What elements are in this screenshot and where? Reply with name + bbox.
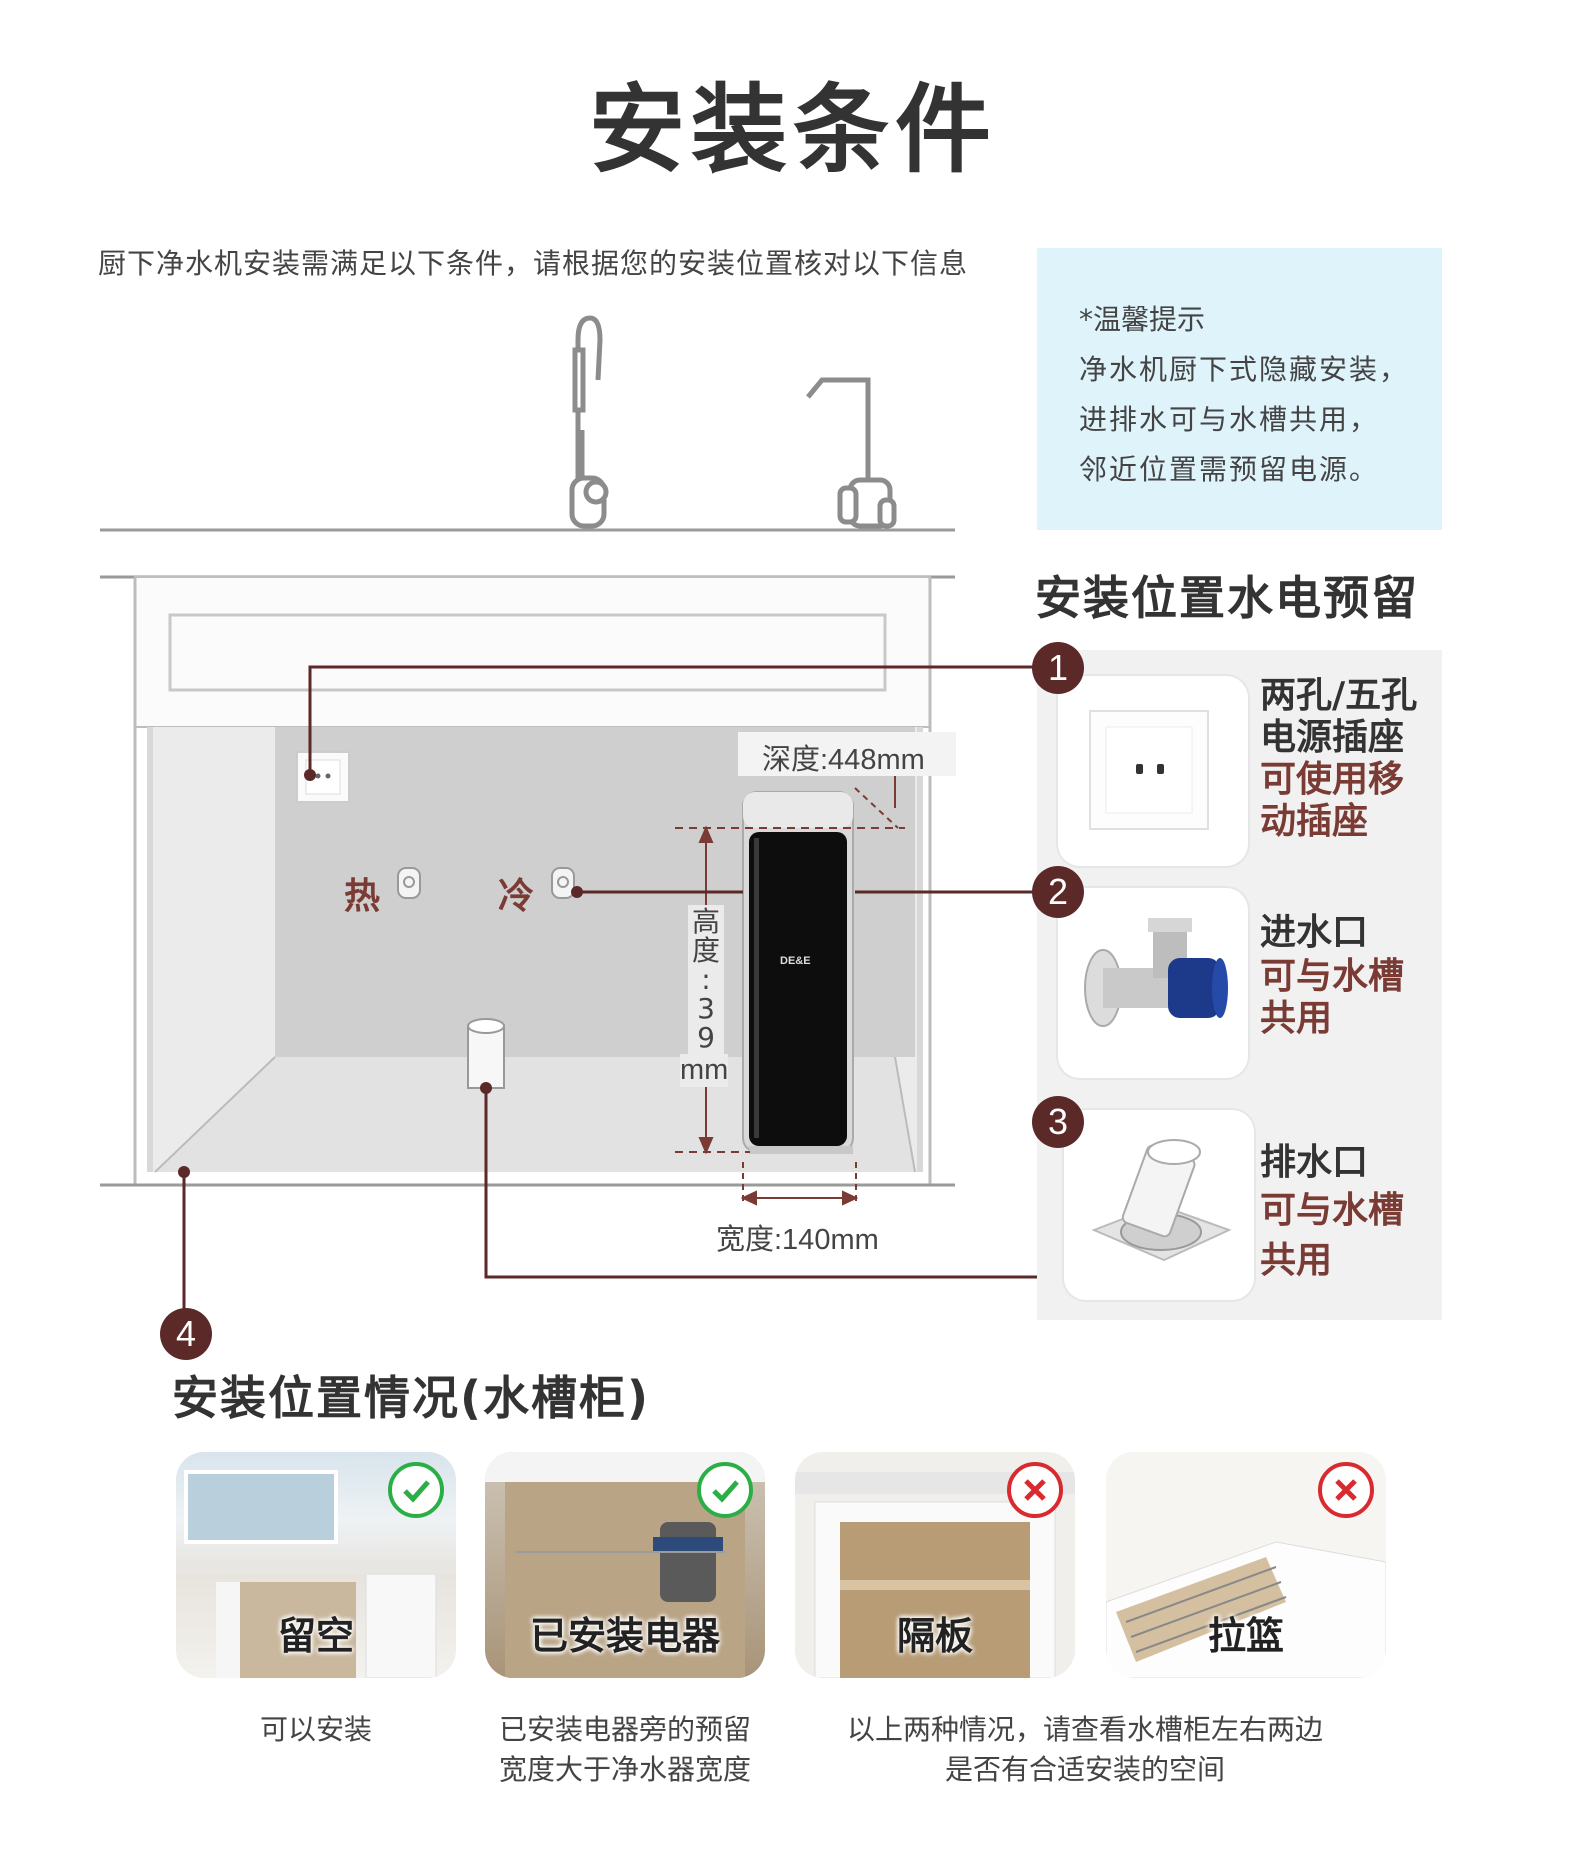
check-icon — [388, 1462, 444, 1518]
width-label: 宽度:140mm — [716, 1224, 879, 1256]
tip-box: *温馨提示 净水机厨下式隐藏安装， 进排水可与水槽共用， 邻近位置需预留电源。 — [1037, 248, 1442, 530]
drain-pipe-icon — [467, 1018, 505, 1089]
caption-can-install: 可以安装 — [259, 1713, 372, 1746]
floor-drain-icon — [1091, 1139, 1232, 1262]
drain-card — [1064, 1110, 1254, 1300]
situation-title: 安装位置情况(水槽柜) — [172, 1371, 651, 1425]
cold-water-label: 冷 — [498, 876, 535, 917]
height-char: 度 — [692, 934, 721, 967]
card2-title: 进水口 — [1260, 912, 1369, 953]
hot-water-label: 热 — [344, 876, 381, 917]
socket-card — [1058, 676, 1248, 866]
page-title: 安装条件 — [589, 74, 997, 186]
kitchen-faucet-icon — [569, 315, 609, 529]
tip-line: 净水机厨下式隐藏安装， — [1079, 353, 1410, 386]
tip-line: 邻近位置需预留电源。 — [1079, 453, 1380, 486]
inlet-card — [1058, 888, 1248, 1078]
tip-title: *温馨提示 — [1079, 303, 1206, 336]
height-char: 高 — [692, 905, 721, 938]
caption-appliance-line2: 宽度大于净水器宽度 — [498, 1753, 751, 1786]
cross-icon — [1318, 1462, 1374, 1518]
cabinet-drawer-front — [168, 613, 887, 692]
card3-title: 排水口 — [1260, 1142, 1369, 1183]
photo-label: 已安装电器 — [529, 1614, 720, 1658]
depth-label: 深度:448mm — [762, 744, 925, 776]
height-label-bg — [688, 905, 724, 1080]
water-purifier-icon — [742, 791, 854, 1154]
wall-socket-icon — [1089, 710, 1209, 830]
photo-basket: 拉篮 — [1106, 1452, 1386, 1678]
marker-2: 2 — [1032, 866, 1084, 918]
photo-label: 隔板 — [896, 1614, 973, 1658]
photo-shelf: 隔板 — [795, 1452, 1075, 1678]
card1-title-line1: 两孔/五孔 — [1260, 675, 1418, 716]
card1-title-line2: 电源插座 — [1260, 717, 1405, 758]
intro-text: 厨下净水机安装需满足以下条件，请根据您的安装位置核对以下信息 — [98, 247, 969, 280]
height-char: 3 — [697, 992, 715, 1025]
tip-line: 进排水可与水槽共用， — [1079, 403, 1380, 436]
card3-note-line1: 可与水槽 — [1260, 1190, 1405, 1231]
brand-logo: DE&E — [780, 955, 811, 967]
card2-note-line2: 共用 — [1260, 998, 1333, 1039]
photo-empty: 留空 — [176, 1452, 456, 1678]
photo-label: 留空 — [277, 1614, 354, 1658]
dimension-lines — [675, 760, 905, 1206]
card3-note-line2: 共用 — [1260, 1240, 1333, 1281]
caption-appliance-line1: 已安装电器旁的预留 — [498, 1713, 751, 1746]
card2-note-line1: 可与水槽 — [1260, 956, 1405, 997]
cabinet-top-panel — [134, 576, 931, 728]
marker-1: 1 — [1032, 642, 1084, 694]
card1-note-line1: 可使用移 — [1260, 759, 1405, 800]
height-char: : — [701, 963, 711, 996]
height-char: 9 — [697, 1021, 715, 1054]
caption-check-line1: 以上两种情况，请查看水槽柜左右两边 — [846, 1713, 1323, 1746]
card1-note-line2: 动插座 — [1260, 801, 1369, 842]
power-socket-icon — [296, 751, 350, 803]
cold-valve-icon — [551, 867, 575, 899]
height-unit: mm — [680, 1054, 729, 1087]
photo-appliance: 已安装电器 — [485, 1452, 765, 1678]
angle-valve-icon — [1084, 918, 1228, 1027]
caption-check-line2: 是否有合适安装的空间 — [944, 1753, 1225, 1786]
cross-icon — [1007, 1462, 1063, 1518]
hot-valve-icon — [397, 867, 421, 899]
photo-label: 拉篮 — [1207, 1614, 1284, 1658]
marker-4: 4 — [160, 1308, 212, 1360]
marker-3: 3 — [1032, 1096, 1084, 1148]
check-icon — [697, 1462, 753, 1518]
purifier-faucet-icon — [806, 377, 897, 529]
reserve-title: 安装位置水电预留 — [1035, 571, 1419, 625]
depth-label-bg — [738, 732, 956, 776]
